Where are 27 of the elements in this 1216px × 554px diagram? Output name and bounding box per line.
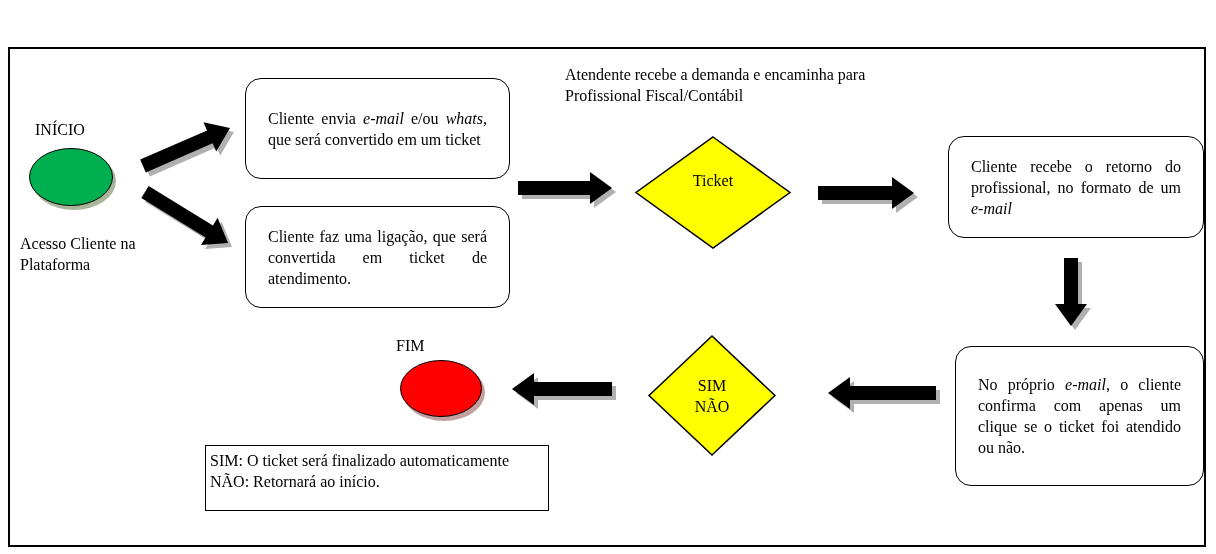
block-arrow [140,122,230,173]
node-caption: INÍCIO [35,119,86,140]
node-text: Ticket [692,171,734,191]
node-text: Cliente envia e-mail e/ou whats, que será convertido em um ticket [268,108,487,150]
decision-diamond [635,136,791,249]
block-arrow [828,377,936,409]
block-arrow [818,177,914,209]
node-text: SIM [697,375,727,396]
node-caption: FIM [396,336,426,356]
block-arrow [141,186,228,246]
note-box [205,445,549,511]
process-box [948,136,1204,238]
note-text: NÃO: Retornará ao início. [210,472,381,492]
block-arrow [512,373,612,405]
block-arrow [518,172,612,204]
note-text: SIM: O ticket será finalizado automaticamente [210,451,510,471]
process-box [245,206,510,308]
node-caption: Acesso Cliente na Plataforma [20,234,137,275]
process-box [245,78,510,179]
block-arrow [1055,258,1087,326]
node-text: No próprio e-mail, o cliente confirma com apenas um clique se o ticket foi atendido ou não. [978,375,1181,458]
decision-diamond [648,335,776,456]
node-text: NÃO [694,396,730,417]
node-text: Cliente recebe o retorno do profissional, no formato de um e-mail [971,156,1181,219]
node-text: Cliente faz uma ligação, que será convertida em ticket de atendimento. [268,226,487,289]
node-caption: Atendente recebe a demanda e encaminha para Profissional Fiscal/Contábil [565,65,867,106]
process-box [955,346,1204,486]
